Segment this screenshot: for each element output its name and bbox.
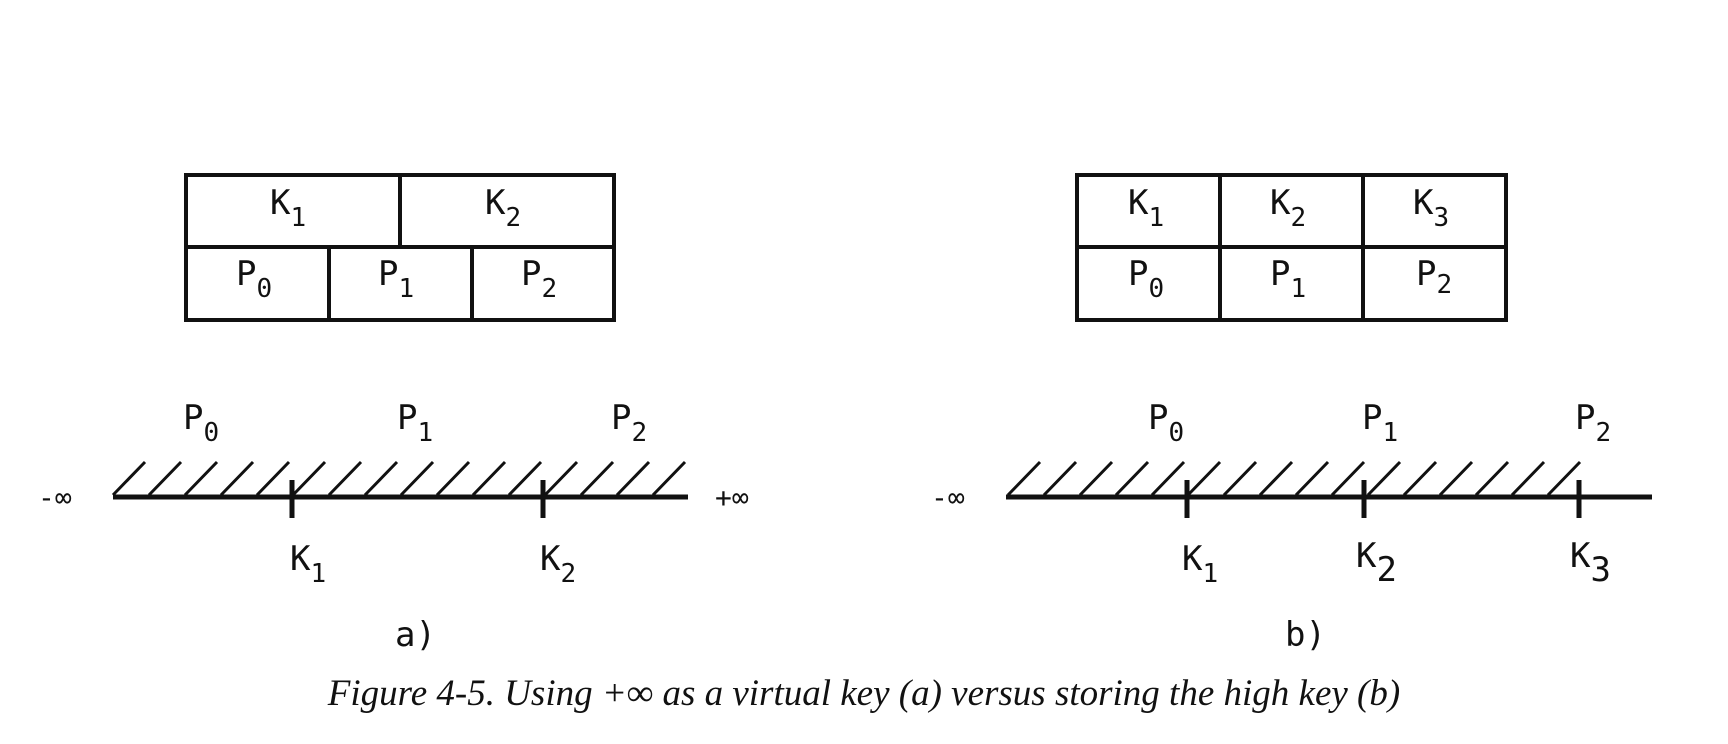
panel-b-node-pointer-1: P1 [1270,254,1306,304]
panel-b-line-pointer-2: P2 [1575,398,1611,448]
panel-a-line-key-1: K1 [290,539,326,589]
panel-a-line-pointer-0: P0 [183,398,219,448]
panel-b-minus-infinity: -∞ [931,481,965,514]
panel-b-line-key-1: K1 [1182,539,1218,589]
panel-b-label: b) [1285,615,1326,655]
panel-a-hatching [111,460,687,497]
panel-b: K1 K2 K3 P0 P1 P2 [931,173,1652,655]
panel-a-node-pointer-0: P0 [236,254,272,304]
panel-a-label: a) [395,615,436,655]
panel-b-node-key-2: K2 [1270,183,1306,233]
panel-b-line-key-2: K2 [1356,536,1397,590]
panel-b-line-pointer-0: P0 [1148,398,1184,448]
panel-b-node-key-3: K3 [1413,183,1449,233]
panel-a-minus-infinity: -∞ [38,481,72,514]
panel-a-node [184,173,616,322]
panel-b-line-pointer-1: P1 [1362,398,1398,448]
panel-b-line-key-3: K3 [1570,536,1611,590]
panel-a-plus-infinity: +∞ [715,481,749,514]
figure-caption: Figure 4-5. Using +∞ as a virtual key (a… [327,673,1401,714]
panel-a-node-key-2: K2 [485,183,521,233]
panel-a: K1 K2 P0 P1 P2 [38,173,749,655]
panel-a-node-pointer-1: P1 [378,254,414,304]
panel-a-line-pointer-2: P2 [611,398,647,448]
panel-a-node-pointer-2: P2 [521,254,557,304]
panel-a-line-key-2: K2 [540,539,576,589]
panel-b-node-key-1: K1 [1128,183,1164,233]
panel-b-node [1075,173,1508,322]
panel-a-node-key-1: K1 [270,183,306,233]
panel-b-node-pointer-0: P0 [1128,254,1164,304]
panel-a-line-pointer-1: P1 [397,398,433,448]
panel-b-hatching [1006,460,1582,497]
panel-b-node-pointer-2: P2 [1416,254,1452,300]
